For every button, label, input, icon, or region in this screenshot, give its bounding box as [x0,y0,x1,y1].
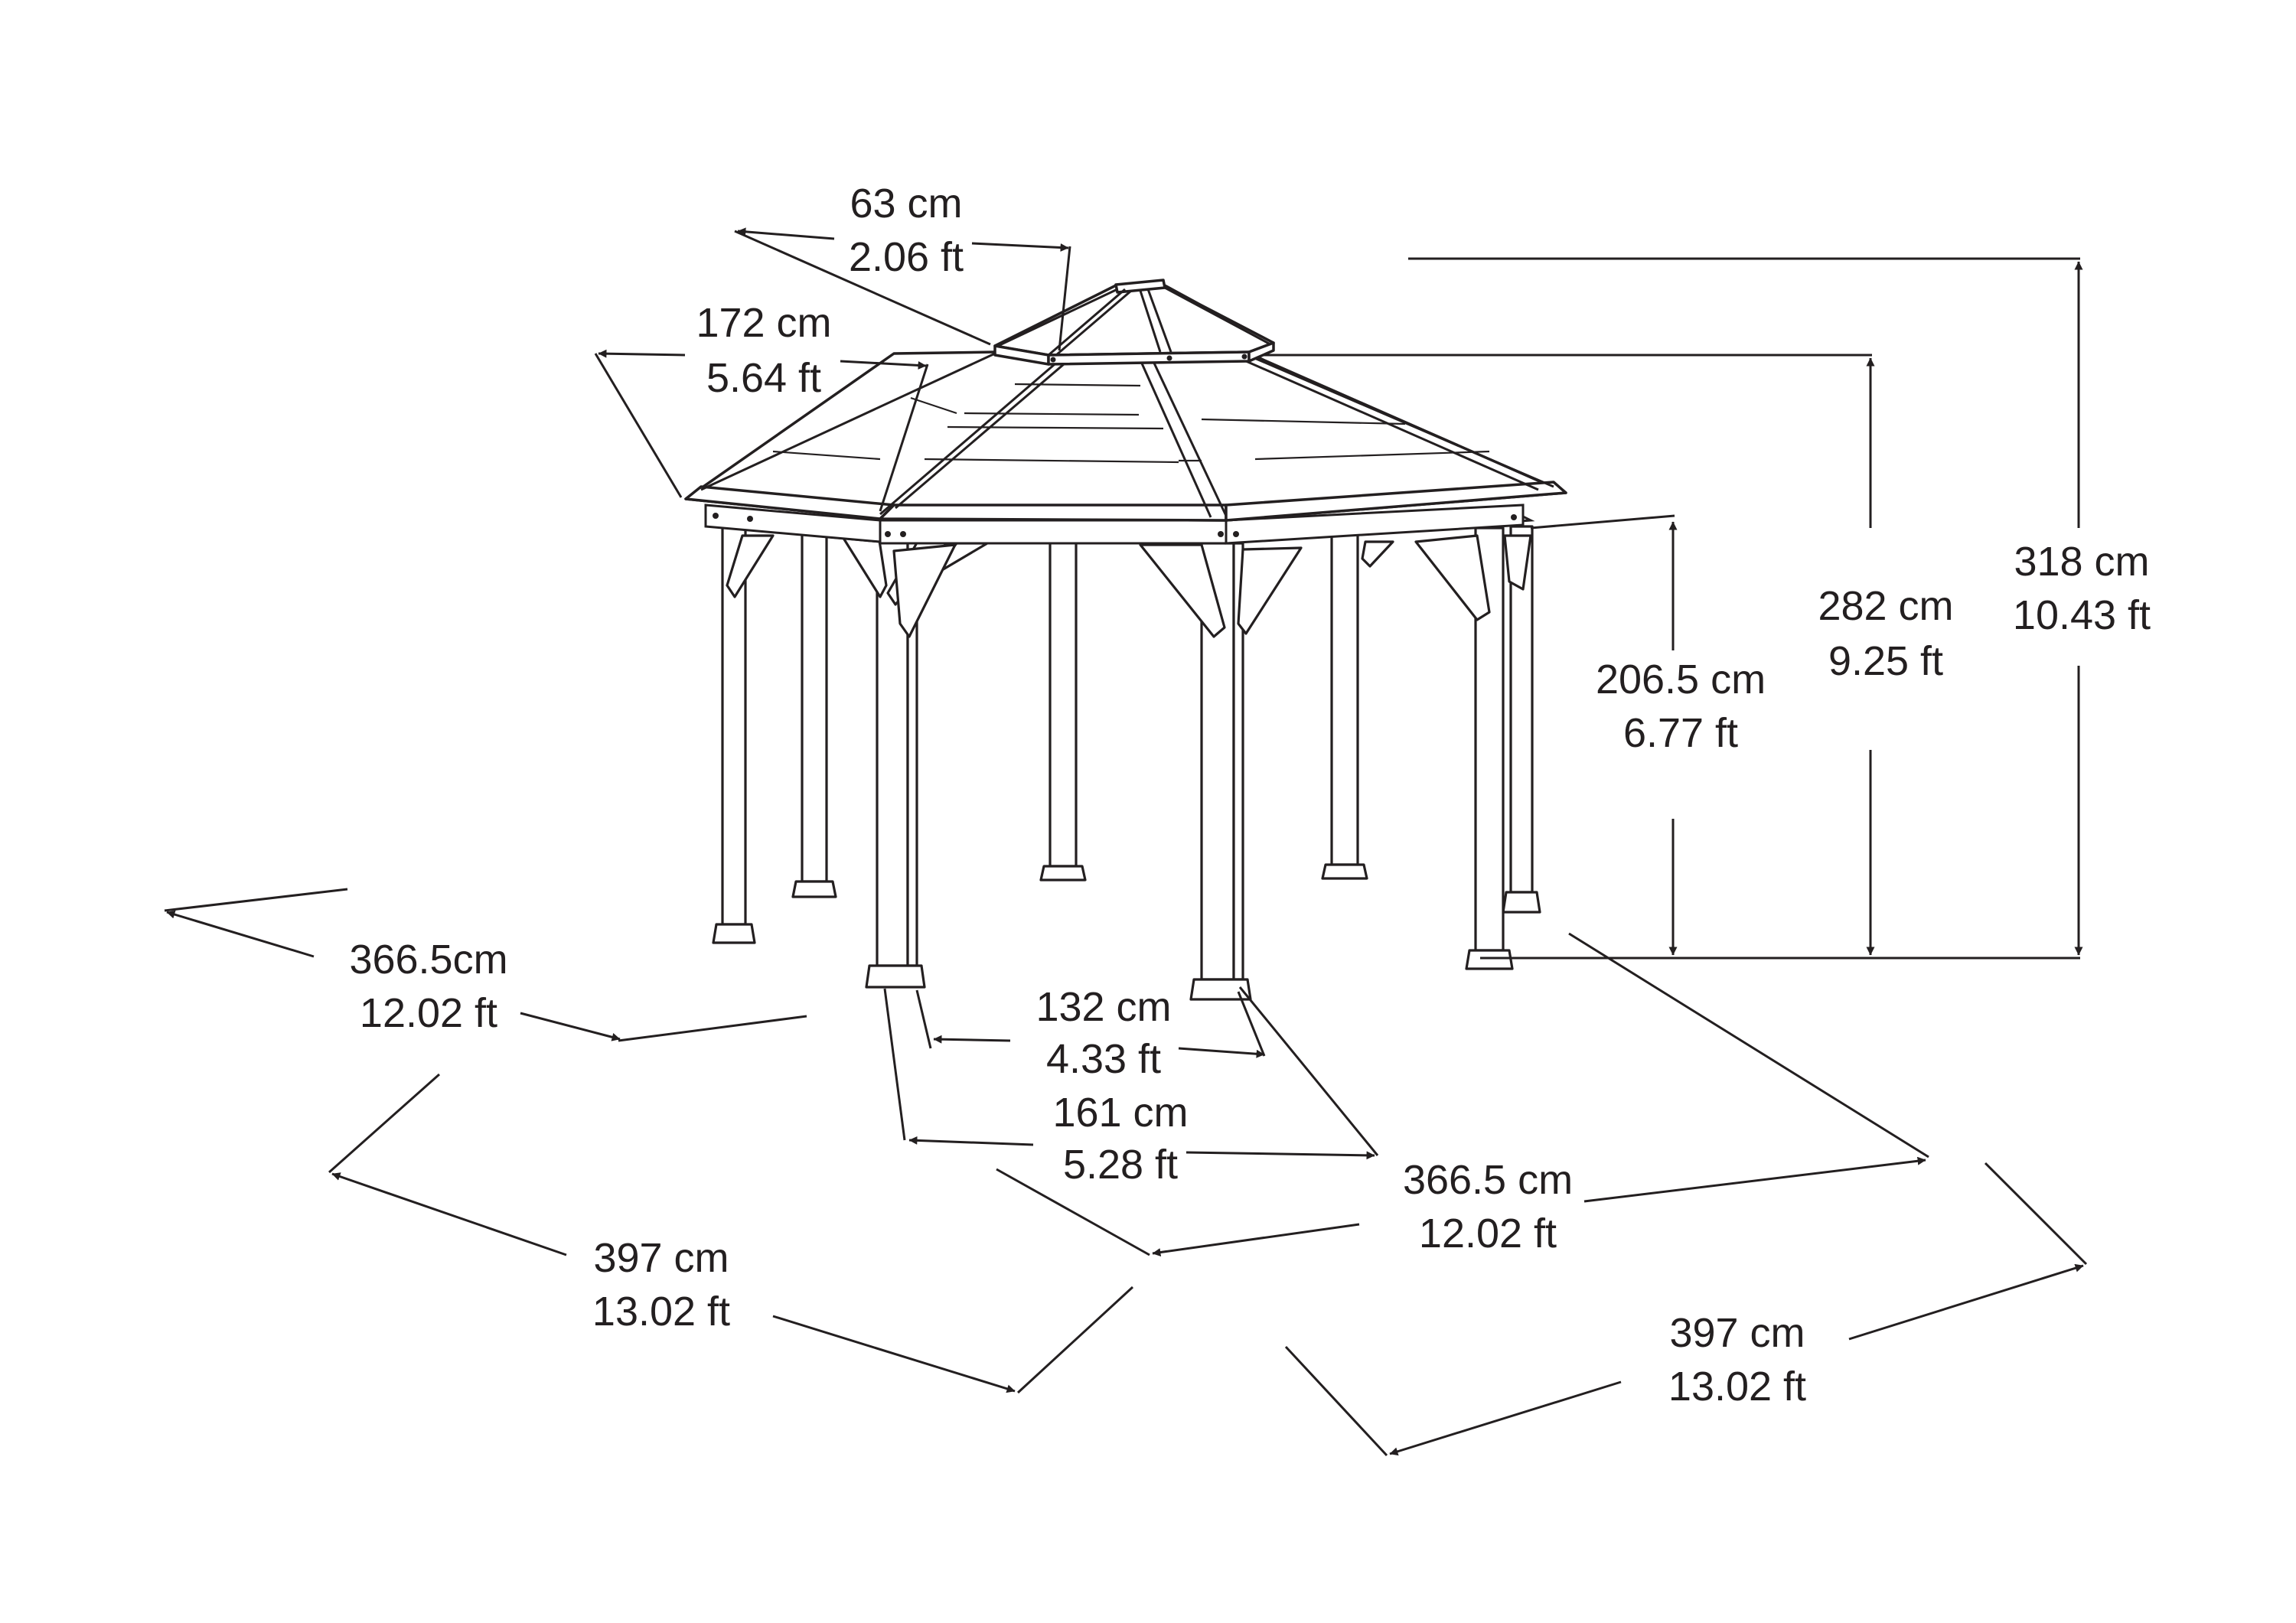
dimension-lines [164,227,2088,1457]
side-length-metric: 161 cm [1052,1090,1188,1136]
cupola-width-metric: 63 cm [850,181,962,227]
eave-height-imperial: 9.25 ft [1828,638,1943,684]
overall-depth-left-metric: 397 cm [593,1235,729,1281]
front-posts [712,525,1514,1001]
total-height-imperial: 10.43 ft [2013,592,2151,638]
post-width-front-imperial: 12.02 ft [1419,1211,1557,1256]
post-spacing-imperial: 4.33 ft [1046,1036,1161,1082]
back-posts [791,525,1541,914]
dimension-labels: 63 cm 2.06 ft 172 cm 5.64 ft 318 cm 10.4… [349,181,2151,1410]
overall-width-right-metric: 397 cm [1669,1310,1805,1356]
main-roof [684,350,1567,522]
overall-depth-left-imperial: 13.02 ft [592,1289,730,1335]
clearance-height-metric: 206.5 cm [1596,657,1766,702]
roof-slope-imperial: 5.64 ft [706,355,821,401]
post-width-front-metric: 366.5 cm [1403,1157,1573,1203]
total-height-metric: 318 cm [2014,539,2149,585]
clearance-height-imperial: 6.77 ft [1623,710,1738,756]
post-depth-left-imperial: 12.02 ft [360,990,497,1036]
knee-braces [726,534,1532,638]
overall-width-right-imperial: 13.02 ft [1668,1364,1806,1410]
eave-height-metric: 282 cm [1818,583,1953,629]
cupola [993,279,1275,366]
gazebo-structure [684,279,1567,1001]
post-depth-left-metric: 366.5cm [349,937,507,983]
post-spacing-metric: 132 cm [1035,984,1171,1030]
side-length-imperial: 5.28 ft [1063,1142,1178,1188]
roof-slope-metric: 172 cm [696,300,831,346]
eave-band [704,504,1535,545]
cupola-width-imperial: 2.06 ft [849,234,964,280]
